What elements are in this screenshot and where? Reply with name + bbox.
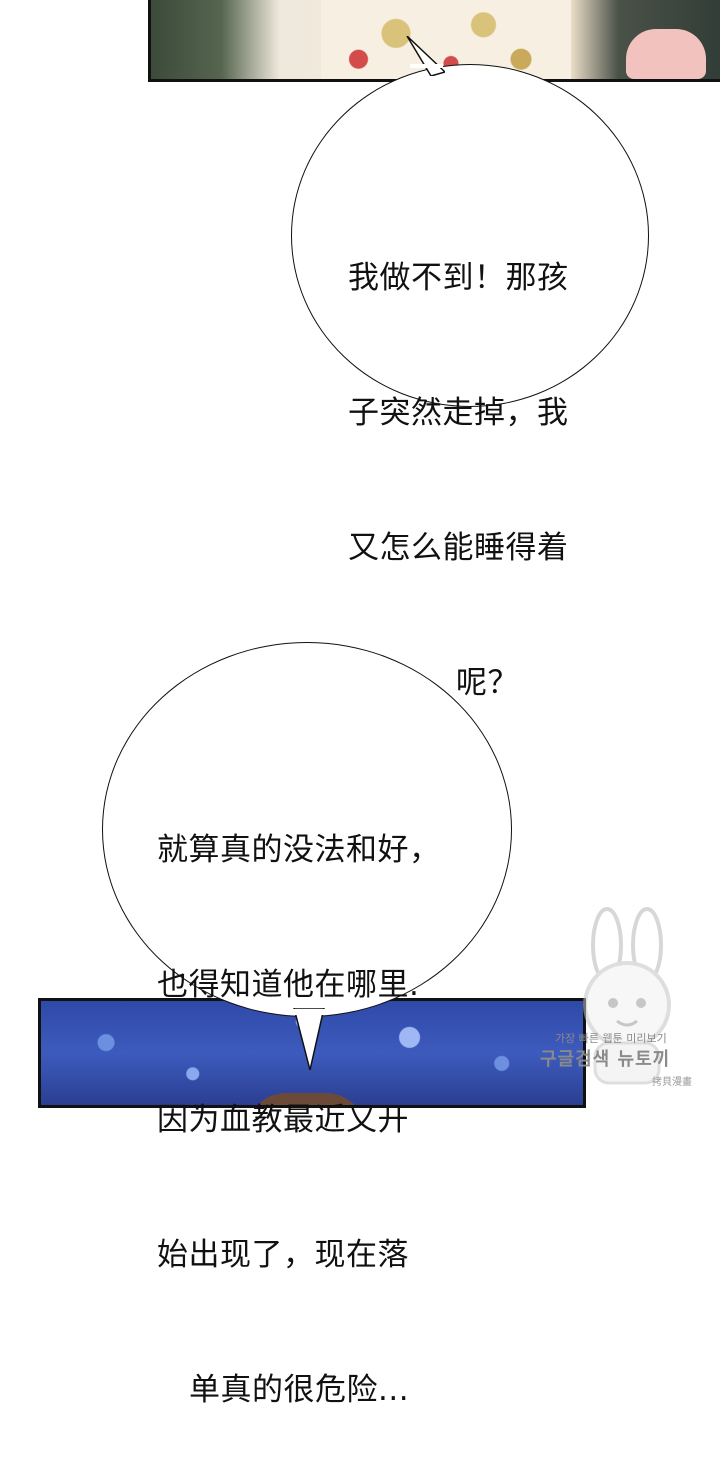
speech-bubble-1 (291, 64, 649, 407)
speech-line: 因为血教最近又开 (157, 1102, 409, 1138)
speech-line: 呢？ (456, 665, 519, 701)
speech-line: 又怎么能睡得着 (348, 530, 569, 566)
speech-line: 也得知道他在哪里. (157, 967, 420, 1003)
bunny-mascot-icon (583, 907, 671, 1085)
speech-bubble-2-tail (292, 1008, 328, 1071)
watermark-line-2: 구글검색 뉴토끼 (540, 1049, 671, 1070)
watermark-line-3: 拷貝漫畫 (652, 1077, 692, 1088)
watermark-line-1: 가장 빠른 웹툰 미리보기 (555, 1032, 667, 1045)
speech-line: 我做不到！那孩 (348, 260, 569, 296)
speech-line: 子突然走掉，我 (348, 395, 569, 431)
character-hand (626, 29, 706, 79)
speech-bubble-2-text: 就算真的没法和好， 也得知道他在哪里. 因为血教最近又开 始出现了，现在落 单真… (157, 738, 441, 1458)
speech-line: 始出现了，现在落 (157, 1237, 409, 1273)
speech-bubble-1-text: 我做不到！那孩 子突然走掉，我 又怎么能睡得着 呢？ (348, 166, 569, 751)
speech-line: 单真的很危险... (189, 1372, 410, 1408)
speech-line: 就算真的没法和好， (157, 832, 441, 868)
speech-bubble-1-tail (406, 36, 445, 76)
